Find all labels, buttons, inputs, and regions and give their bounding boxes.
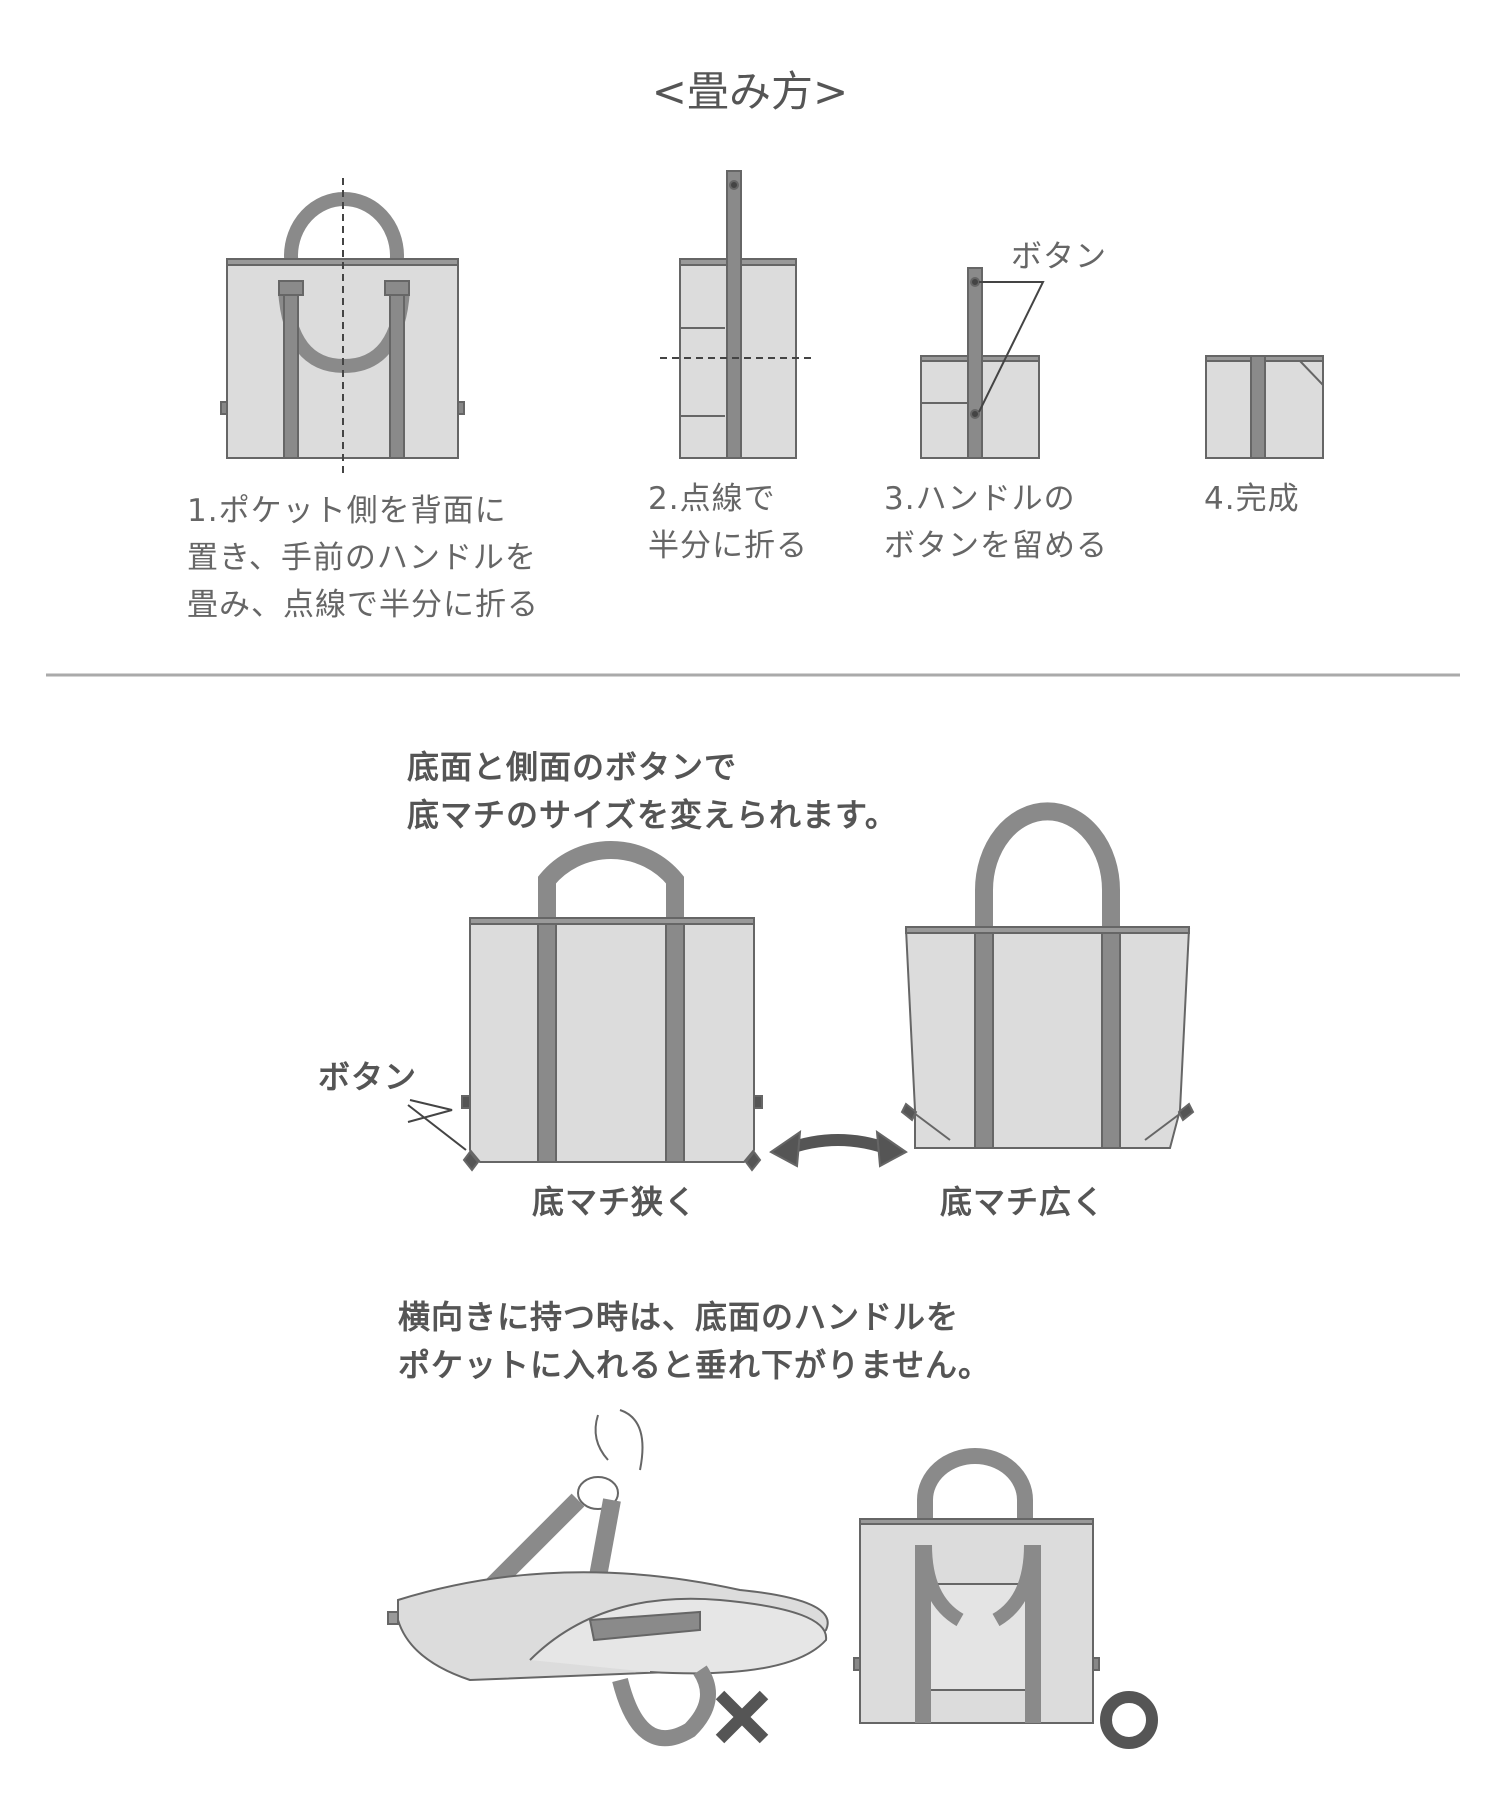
step4-caption: 4.完成 (1204, 481, 1300, 517)
correct-mark (1100, 1691, 1158, 1749)
double-arrow-icon (782, 1134, 894, 1156)
step1-bag-illustration (220, 178, 465, 478)
step3-caption: 3.ハンドルの ボタンを留める (884, 481, 1108, 564)
step2-caption: 2.点線で 半分に折る (648, 481, 808, 564)
page-title: <畳み方> (651, 67, 849, 116)
narrow-gusset-label: 底マチ狭く (532, 1183, 698, 1221)
carry-heading: 横向きに持つ時は、底面のハンドルを ポケットに入れると垂れ下がりません。 (398, 1298, 992, 1384)
step3-bag-illustration (920, 267, 1045, 459)
wide-gusset-label: 底マチ広く (940, 1183, 1106, 1221)
step4-bag-illustration (1205, 355, 1324, 459)
wrong-mark (715, 1690, 769, 1744)
step1-caption: 1.ポケット側を背面に 置き、手前のハンドルを 畳み、点線で半分に折る (187, 493, 539, 623)
step3-button-callout: ボタン (1011, 239, 1107, 275)
sideways-carry-illustration (387, 1409, 829, 1747)
wide-gusset-bag (900, 802, 1195, 1149)
gusset-button-label: ボタン (318, 1058, 418, 1096)
upright-carry-illustration (853, 1448, 1158, 1749)
step2-bag-illustration (660, 170, 812, 459)
narrow-gusset-bag (407, 841, 763, 1172)
gusset-heading: 底面と側面のボタンで 底マチのサイズを変えられます。 (407, 748, 898, 834)
